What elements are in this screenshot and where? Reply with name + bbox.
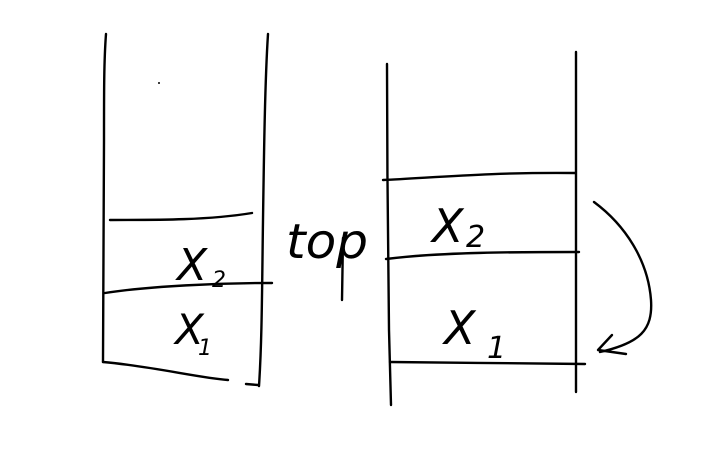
right-cell-x1: X 1 xyxy=(442,301,506,366)
curved-arrow-head xyxy=(596,333,628,356)
top-pointer: top xyxy=(286,214,368,302)
right-cell-x2-subscript: 2 xyxy=(466,220,485,255)
ink-dot xyxy=(158,82,160,84)
right-cell-x1-subscript: 1 xyxy=(487,331,506,366)
left-cell-x2-main: X xyxy=(175,240,208,291)
right-cell-x1-main: X xyxy=(442,301,477,355)
left-stack-bottom-line xyxy=(101,360,260,387)
left-stack: X 2 X 1 xyxy=(101,32,274,388)
left-cell-x2: X 2 xyxy=(175,240,226,293)
top-label-descender xyxy=(340,236,345,302)
left-stack-right-wall xyxy=(257,32,270,388)
top-label: top xyxy=(286,214,368,270)
left-cell-x2-subscript: 2 xyxy=(212,268,226,293)
right-stack: X 2 X 1 xyxy=(381,50,587,407)
right-stack-divider-middle xyxy=(384,250,581,261)
right-stack-divider-top xyxy=(381,171,577,182)
right-stack-bottom-line xyxy=(388,360,587,366)
left-cell-x1: X 1 xyxy=(173,305,212,361)
left-cell-x1-subscript: 1 xyxy=(198,336,212,361)
left-stack-divider-lower xyxy=(103,281,274,295)
right-cell-x2-main: X xyxy=(430,199,465,253)
curved-arrow-shaft xyxy=(592,200,653,354)
right-stack-left-wall xyxy=(385,62,393,407)
left-stack-divider-upper xyxy=(108,211,254,222)
left-stack-left-wall xyxy=(101,32,108,364)
curved-arrow xyxy=(592,200,653,356)
left-cell-x1-main: X xyxy=(173,305,205,354)
right-cell-x2: X 2 xyxy=(430,199,485,255)
